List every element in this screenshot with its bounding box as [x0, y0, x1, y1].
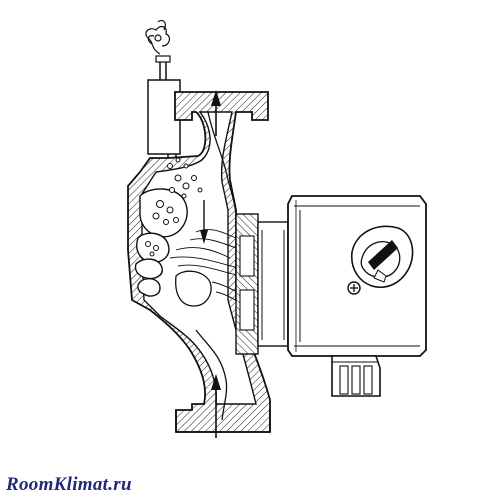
vent-screw-icon — [347, 281, 361, 295]
impeller-chamber — [134, 188, 212, 307]
escaping-air-icon — [145, 19, 171, 55]
control-knob-icon — [350, 225, 414, 288]
watermark-logo: RoomKlimat.ru — [6, 474, 132, 495]
rotor-shaft — [235, 213, 289, 355]
terminal-box — [331, 355, 381, 397]
inlet-flow-arrow-icon — [211, 374, 221, 438]
air-bubbles — [145, 157, 203, 257]
outlet-flow-arrow-icon — [211, 90, 221, 136]
